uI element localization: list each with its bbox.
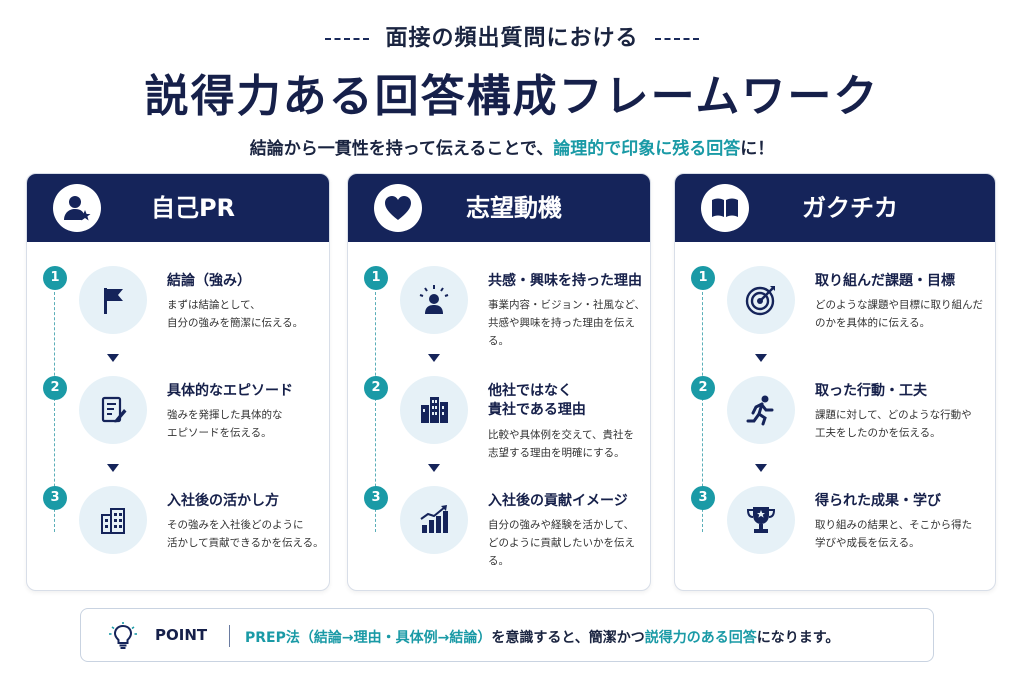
down-arrow-icon <box>428 464 440 472</box>
step-title: 具体的なエピソード <box>167 383 293 399</box>
card-header: 志望動機 <box>348 174 650 242</box>
step-description: 強みを発揮した具体的な エピソードを伝える。 <box>167 409 283 439</box>
step-title: 他社ではなく 貴社である理由 <box>488 383 586 418</box>
point-label: POINT <box>155 626 208 644</box>
step-number: 1 <box>691 266 715 290</box>
down-arrow-icon <box>107 354 119 362</box>
point-text: PREP法（結論→理由・具体例→結論）を意識すると、簡潔かつ説得力のある回答にな… <box>245 627 839 647</box>
step-title: 得られた成果・学び <box>815 493 941 509</box>
card-header: ガクチカ <box>675 174 995 242</box>
step-1: 1 結論（強み） まずは結論として、 自分の強みを簡潔に伝える。 <box>27 266 329 366</box>
step-1: 1 取り組んだ課題・目標 どのような課題や目標に取り組んだ のかを具体的に伝える… <box>675 266 995 366</box>
subtitle-suffix: に！ <box>740 139 775 159</box>
target-icon <box>727 266 795 334</box>
building-icon <box>79 486 147 554</box>
point-mid: を意識すると、簡潔かつ <box>491 630 645 646</box>
step-description: まずは結論として、 自分の強みを簡潔に伝える。 <box>167 299 304 329</box>
step-connector-line <box>375 292 376 532</box>
card-gakuchika: ガクチカ 1 取り組んだ課題・目標 どのような課題や目標に取り組んだ のかを具体… <box>674 173 996 591</box>
trophy-icon <box>727 486 795 554</box>
book-icon <box>701 184 749 232</box>
card-title: 志望動機 <box>466 194 562 222</box>
step-connector-line <box>54 292 55 532</box>
office-buildings-icon <box>400 376 468 444</box>
step-number: 2 <box>364 376 388 400</box>
right-dash-divider <box>654 38 699 40</box>
point-separator <box>229 625 230 647</box>
step-2: 2 具体的なエピソード 強みを発揮した具体的な エピソードを伝える。 <box>27 376 329 476</box>
step-3: 3 得られた成果・学び 取り組みの結果と、そこから得た 学びや成長を伝える。 <box>675 486 995 586</box>
down-arrow-icon <box>428 354 440 362</box>
step-2: 2 他社ではなく 貴社である理由 比較や具体例を交えて、貴社を 志望する理由を明… <box>348 376 650 476</box>
card-self-pr: 自己PR 1 結論（強み） まずは結論として、 自分の強みを簡潔に伝える。 2 … <box>26 173 330 591</box>
step-title: 取った行動・工夫 <box>815 383 927 399</box>
heart-icon <box>374 184 422 232</box>
step-number: 1 <box>43 266 67 290</box>
step-number: 3 <box>691 486 715 510</box>
subtitle-highlight: 論理的で印象に残る回答 <box>553 139 741 159</box>
eyebrow-text: 面接の頻出質問における <box>385 26 639 51</box>
step-number: 2 <box>43 376 67 400</box>
step-number: 1 <box>364 266 388 290</box>
flag-icon <box>79 266 147 334</box>
step-description: 自分の強みや経験を活かして、 どのように貢献したいかを伝える。 <box>488 519 635 567</box>
lightbulb-icon <box>109 622 137 650</box>
step-title: 入社後の貢献イメージ <box>488 493 628 509</box>
subtitle-prefix: 結論から一貫性を持って伝えることで、 <box>249 139 554 159</box>
step-3: 3 入社後の貢献イメージ 自分の強みや経験を活かして、 どのように貢献したいかを… <box>348 486 650 586</box>
page-title: 説得力ある回答構成フレームワーク <box>144 71 880 122</box>
step-description: どのような課題や目標に取り組んだ のかを具体的に伝える。 <box>815 299 983 329</box>
card-header: 自己PR <box>27 174 329 242</box>
step-number: 3 <box>43 486 67 510</box>
step-title: 入社後の活かし方 <box>167 493 279 509</box>
person-idea-icon <box>400 266 468 334</box>
step-number: 2 <box>691 376 715 400</box>
step-description: 課題に対して、どのような行動や 工夫をしたのかを伝える。 <box>815 409 972 439</box>
down-arrow-icon <box>107 464 119 472</box>
down-arrow-icon <box>755 464 767 472</box>
card-motivation: 志望動機 1 共感・興味を持った理由 事業内容・ビジョン・社風など、 共感や興味… <box>347 173 651 591</box>
card-title: 自己PR <box>150 194 236 222</box>
step-title: 取り組んだ課題・目標 <box>815 273 955 289</box>
step-description: 比較や具体例を交えて、貴社を 志望する理由を明確にする。 <box>488 429 634 459</box>
step-description: 事業内容・ビジョン・社風など、 共感や興味を持った理由を伝える。 <box>488 299 645 347</box>
user-star-icon <box>53 184 101 232</box>
step-3: 3 入社後の活かし方 その強みを入社後どのように 活かして貢献できるかを伝える。 <box>27 486 329 586</box>
card-title: ガクチカ <box>802 194 898 222</box>
step-2: 2 取った行動・工夫 課題に対して、どのような行動や 工夫をしたのかを伝える。 <box>675 376 995 476</box>
eyebrow: 面接の頻出質問における <box>0 20 1024 52</box>
point-highlight: PREP法（結論→理由・具体例→結論） <box>245 630 492 646</box>
point-highlight-2: 説得力のある回答 <box>644 630 757 646</box>
growth-chart-icon <box>400 486 468 554</box>
left-dash-divider <box>325 38 370 40</box>
step-title: 結論（強み） <box>167 273 251 289</box>
step-title: 共感・興味を持った理由 <box>488 273 642 289</box>
step-1: 1 共感・興味を持った理由 事業内容・ビジョン・社風など、 共感や興味を持った理… <box>348 266 650 366</box>
subtitle: 結論から一貫性を持って伝えることで、論理的で印象に残る回答に！ <box>0 134 1024 159</box>
step-connector-line <box>702 292 703 532</box>
document-pen-icon <box>79 376 147 444</box>
point-suffix: になります。 <box>756 630 840 646</box>
step-description: 取り組みの結果と、そこから得た 学びや成長を伝える。 <box>815 519 973 549</box>
step-number: 3 <box>364 486 388 510</box>
running-icon <box>727 376 795 444</box>
step-description: その強みを入社後どのように 活かして貢献できるかを伝える。 <box>167 519 324 549</box>
point-banner: POINT PREP法（結論→理由・具体例→結論）を意識すると、簡潔かつ説得力の… <box>80 608 934 662</box>
down-arrow-icon <box>755 354 767 362</box>
